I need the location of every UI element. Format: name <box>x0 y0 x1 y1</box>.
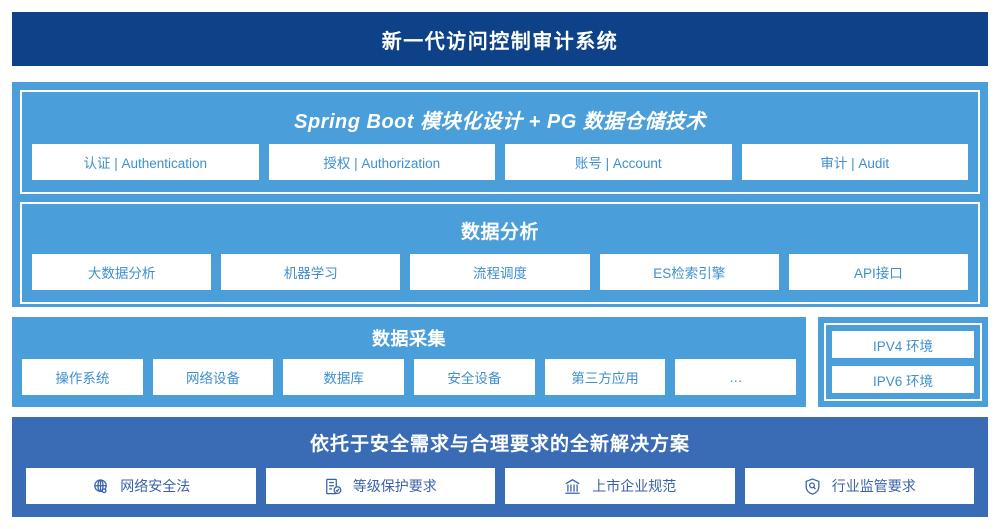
chip-operating-system[interactable]: 操作系统 <box>22 359 143 395</box>
panel-spacer <box>20 194 980 202</box>
data-analysis-panel-title: 数据分析 <box>460 222 539 243</box>
chip-audit[interactable]: 审计 | Audit <box>741 144 968 180</box>
chip-label: 上市企业规范 <box>592 478 677 494</box>
chip-label: 网络安全法 <box>120 478 191 494</box>
platform-block: Spring Boot 模块化设计 + PG 数据仓储技术 认证 | Authe… <box>12 82 988 307</box>
chip-security-device[interactable]: 安全设备 <box>414 359 535 395</box>
chip-machine-learning[interactable]: 机器学习 <box>221 254 401 290</box>
bank-icon <box>563 477 582 496</box>
data-collection-panel: 数据采集 操作系统 网络设备 数据库 安全设备 第三方应用 … <box>12 317 806 407</box>
data-collection-chip-row: 操作系统 网络设备 数据库 安全设备 第三方应用 … <box>22 359 797 395</box>
header-bar: 新一代访问控制审计系统 <box>12 12 988 66</box>
chip-process-scheduling[interactable]: 流程调度 <box>410 254 590 290</box>
solution-chip-row: 网络安全法 等级保护要求 <box>20 468 980 504</box>
chip-label: 等级保护要求 <box>352 478 437 494</box>
chip-network-device[interactable]: 网络设备 <box>152 359 274 395</box>
data-collection-row: 数据采集 操作系统 网络设备 数据库 安全设备 第三方应用 … IPV4 环境 … <box>12 317 988 407</box>
chip-industry-regulation[interactable]: 行业监管要求 <box>744 468 974 504</box>
globe-icon <box>91 477 110 496</box>
chip-cybersecurity-law[interactable]: 网络安全法 <box>26 468 256 504</box>
chip-database[interactable]: 数据库 <box>283 359 405 395</box>
chip-classified-protection[interactable]: 等级保护要求 <box>265 468 495 504</box>
spring-boot-panel-title: Spring Boot 模块化设计 + PG 数据仓储技术 <box>294 111 706 133</box>
chip-es-search-engine[interactable]: ES检索引擎 <box>599 254 779 290</box>
chip-big-data-analysis[interactable]: 大数据分析 <box>32 254 212 290</box>
chip-listed-enterprise-standard[interactable]: 上市企业规范 <box>505 468 735 504</box>
chip-third-party-application[interactable]: 第三方应用 <box>544 359 666 395</box>
chip-account[interactable]: 账号 | Account <box>505 144 732 180</box>
chip-api-interface[interactable]: API接口 <box>788 254 969 290</box>
ip-environment-inner: IPV4 环境 IPV6 环境 <box>824 323 982 401</box>
chip-authorization[interactable]: 授权 | Authorization <box>268 144 495 180</box>
spring-boot-panel: Spring Boot 模块化设计 + PG 数据仓储技术 认证 | Authe… <box>20 90 980 194</box>
ip-environment-panel: IPV4 环境 IPV6 环境 <box>818 317 988 407</box>
chip-label: 行业监管要求 <box>831 478 916 494</box>
page-title: 新一代访问控制审计系统 <box>381 30 619 53</box>
data-analysis-panel: 数据分析 大数据分析 机器学习 流程调度 ES检索引擎 API接口 <box>20 202 980 304</box>
data-collection-panel-title: 数据采集 <box>372 329 446 349</box>
document-check-icon <box>324 477 343 496</box>
solution-block-title: 依托于安全需求与合理要求的全新解决方案 <box>309 434 690 455</box>
data-analysis-chip-row: 大数据分析 机器学习 流程调度 ES检索引擎 API接口 <box>32 254 969 290</box>
chip-ipv4-environment[interactable]: IPV4 环境 <box>832 331 974 358</box>
solution-block: 依托于安全需求与合理要求的全新解决方案 网络安全法 <box>12 417 988 517</box>
chip-authentication[interactable]: 认证 | Authentication <box>32 144 259 180</box>
chip-ipv6-environment[interactable]: IPV6 环境 <box>832 366 974 393</box>
chip-more-ellipsis[interactable]: … <box>675 359 797 395</box>
shield-search-icon <box>803 477 822 496</box>
spring-boot-chip-row: 认证 | Authentication 授权 | Authorization 账… <box>32 144 968 180</box>
